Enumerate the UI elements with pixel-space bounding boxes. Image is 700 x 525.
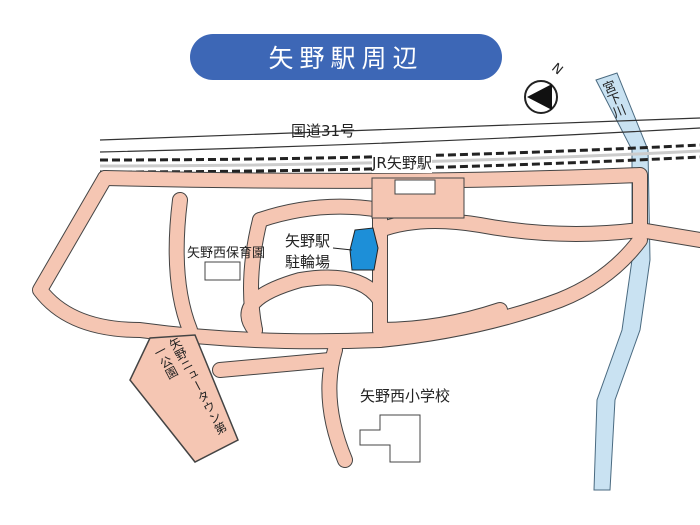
nursery-label: 矢野西保育園 xyxy=(187,246,266,261)
north-arrow-icon xyxy=(524,80,558,114)
bike-parking-label-1: 矢野駅 xyxy=(285,232,331,250)
nursery-building xyxy=(204,261,241,281)
roads xyxy=(32,167,700,468)
map-title: 矢野駅周辺 xyxy=(190,34,502,80)
bike-parking-area[interactable] xyxy=(349,227,379,271)
route-31-road xyxy=(99,117,700,141)
school-building xyxy=(359,414,421,463)
route-31-label: 国道31号 xyxy=(291,122,356,140)
park-area xyxy=(129,334,239,463)
station-label: JR矢野駅 xyxy=(372,152,432,173)
elementary-school-label: 矢野西小学校 xyxy=(360,387,451,405)
bike-parking-label-2: 駐輪場 xyxy=(285,253,331,271)
